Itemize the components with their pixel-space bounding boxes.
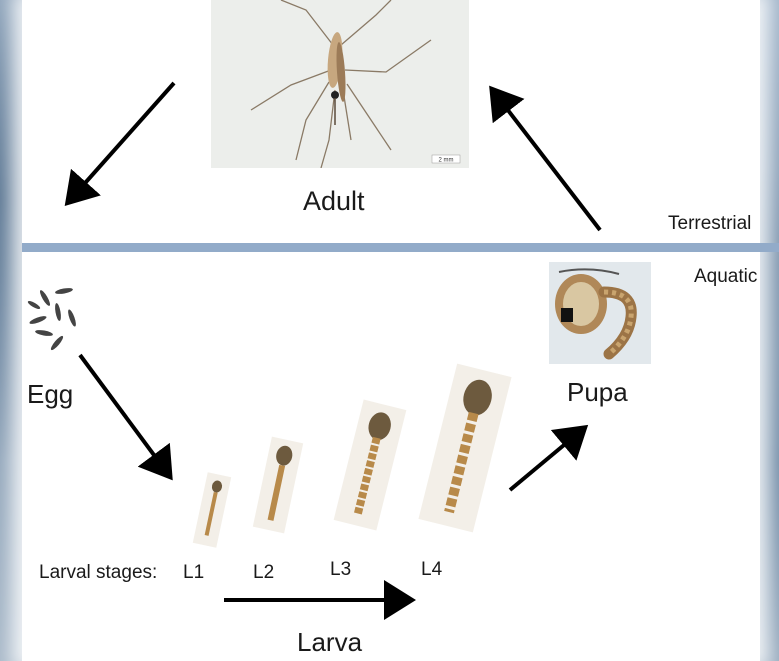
larva-l1 [193, 472, 231, 547]
adult-label: Adult [303, 186, 365, 217]
stage-l4-label: L4 [421, 559, 442, 581]
egg-label: Egg [27, 379, 73, 410]
arrow-larva-to-pupa [510, 430, 582, 490]
terrestrial-label: Terrestrial [668, 213, 751, 235]
arrow-pupa-to-adult [494, 92, 600, 230]
arrow-egg-to-larva [80, 355, 168, 474]
aquatic-label: Aquatic [694, 266, 757, 288]
stage-l3-label: L3 [330, 559, 351, 581]
eggs-cluster [27, 287, 78, 352]
pupa-label: Pupa [567, 377, 628, 408]
stage-l2-label: L2 [253, 562, 274, 584]
larval-stages-label: Larval stages: [39, 562, 157, 584]
larva-label: Larva [297, 627, 362, 658]
arrow-adult-to-egg [70, 83, 174, 200]
larva-l4 [418, 364, 511, 533]
larva-l3 [334, 400, 407, 531]
stage-l1-label: L1 [183, 562, 204, 584]
larva-l2 [253, 437, 303, 534]
